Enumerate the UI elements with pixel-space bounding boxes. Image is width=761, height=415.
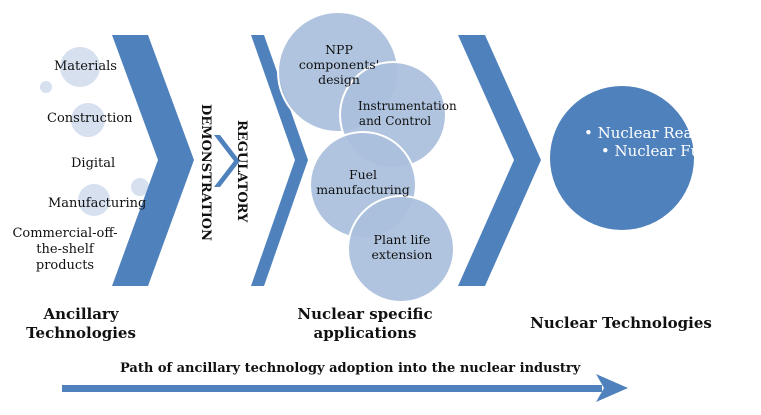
nuclear-technologies-heading: Nuclear Technologies <box>530 314 712 332</box>
circle-label-instrumentation: Instrumentation and Control <box>358 99 457 128</box>
decorative-bubbles <box>40 47 149 216</box>
arrow-shaft <box>62 385 602 392</box>
bubble-3 <box>71 103 105 137</box>
ancillary-item-digital: Digital <box>71 156 116 171</box>
circle-plant-life <box>347 195 455 303</box>
ancillary-heading: Ancillary Technologies <box>26 305 136 342</box>
nuclear-specific-heading: Nuclear specific applications <box>297 305 433 342</box>
demonstration-label: DEMONSTRATION <box>198 104 213 241</box>
ancillary-item-cots: Commercial-off-the-shelf products <box>12 226 118 273</box>
circle-label-fuel-manufacturing: Fuel manufacturing <box>316 167 410 197</box>
bullet-nuclear-reactors: Nuclear Reactors <box>597 124 731 142</box>
ancillary-item-manufacturing: Manufacturing <box>48 196 147 211</box>
adoption-path-arrow <box>62 374 628 402</box>
regulatory-label: REGULATORY <box>234 120 249 223</box>
bubble-5 <box>131 178 149 196</box>
arrow-head <box>596 374 628 402</box>
bullet-nuclear-fuel: Nuclear Fuel <box>614 142 714 160</box>
application-circles <box>277 11 455 303</box>
bullet-row-fuel: • Nuclear Fuel <box>600 142 714 160</box>
chevron-3 <box>458 35 541 286</box>
ancillary-item-materials: Materials <box>54 59 117 74</box>
circle-label-npp-design: NPP components' design <box>298 42 380 87</box>
ancillary-item-construction: Construction <box>47 111 133 126</box>
nuclear-technologies-bullets: • Nuclear Reactors • Nuclear Fuel <box>584 124 731 160</box>
path-label: Path of ancillary technology adoption in… <box>120 361 581 376</box>
nuclear-technologies-circle <box>550 86 694 230</box>
chevron-small <box>214 135 240 187</box>
circle-label-plant-life: Plant life extension <box>371 232 433 262</box>
bullet-row-reactors: • Nuclear Reactors <box>584 124 731 142</box>
chevron-1 <box>112 35 194 286</box>
bubble-2 <box>40 81 52 93</box>
bubble-4 <box>78 184 110 216</box>
bubble-1 <box>60 47 100 87</box>
